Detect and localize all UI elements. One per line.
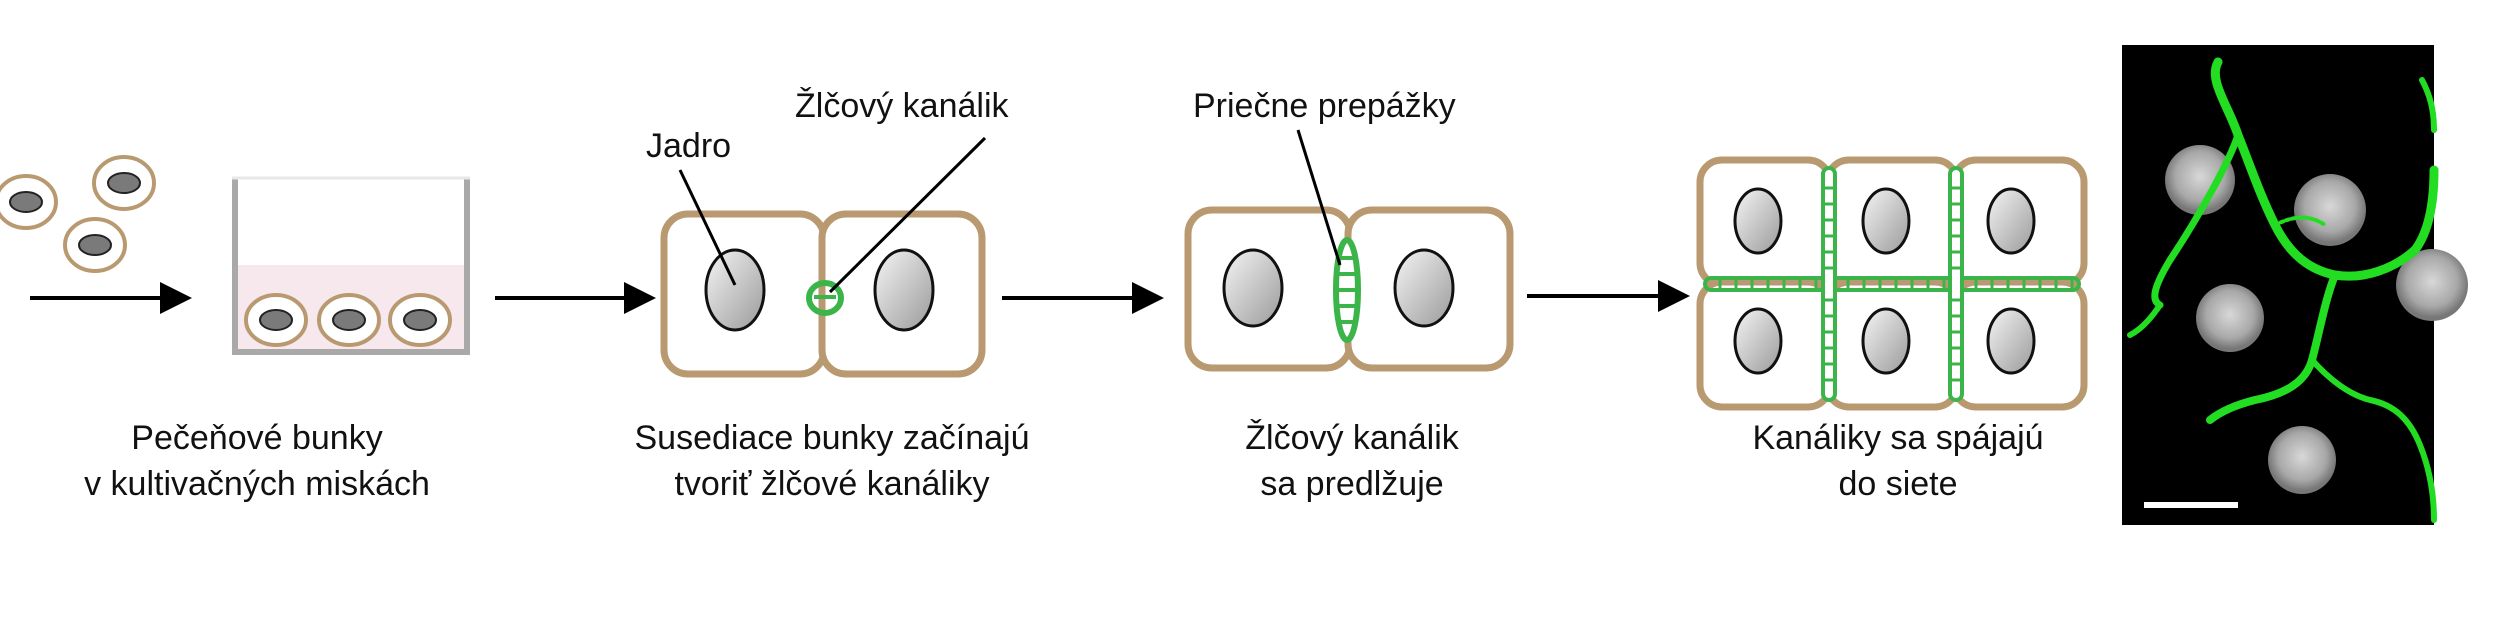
stage3-caption-line2: sa predlžuje bbox=[1260, 465, 1444, 503]
stage4-caption: Kanáliky sa spájajú do siete bbox=[1752, 415, 2043, 507]
stage4-caption-line1: Kanáliky sa spájajú bbox=[1752, 419, 2044, 457]
stage2-caption: Susediace bunky začínajú tvoriť žlčové k… bbox=[634, 415, 1029, 507]
nucleus bbox=[1222, 248, 1284, 328]
stage2-cell-pair bbox=[660, 210, 986, 378]
nucleus bbox=[1861, 187, 1911, 255]
stage1-caption-line1: Pečeňové bunky bbox=[131, 419, 383, 457]
canaliculus-network bbox=[1703, 166, 2081, 402]
callout-line-nucleus bbox=[678, 169, 737, 286]
bile-canaliculus-nascent bbox=[806, 280, 844, 316]
stage3-caption-line1: Žlčový kanálik bbox=[1245, 419, 1459, 457]
nucleus bbox=[1733, 187, 1783, 255]
stage1-floating-cells bbox=[0, 155, 156, 273]
micrograph-canaliculi bbox=[2127, 57, 2439, 523]
callout-nucleus: Jadro bbox=[646, 127, 732, 165]
stage3-caption: Žlčový kanálik sa predlžuje bbox=[1245, 415, 1459, 507]
stage2-caption-line2: tvoriť žlčové kanáliky bbox=[674, 465, 990, 503]
nucleus bbox=[873, 248, 935, 332]
nucleus bbox=[704, 248, 766, 332]
stage2-caption-line1: Susediace bunky začínajú bbox=[634, 419, 1030, 457]
dish-cell bbox=[388, 293, 452, 347]
nucleus bbox=[1986, 187, 2036, 255]
nucleus bbox=[1733, 307, 1783, 375]
callout-line-canaliculus bbox=[828, 136, 987, 294]
elongated-canaliculus bbox=[1333, 237, 1361, 343]
nucleus bbox=[1861, 307, 1911, 375]
floating-cell bbox=[92, 155, 156, 211]
stage4-caption-line2: do siete bbox=[1838, 465, 1958, 503]
fluorescence-micrograph bbox=[2122, 45, 2468, 525]
dish-cell bbox=[244, 293, 308, 347]
culture-dish bbox=[232, 176, 470, 355]
stage1-caption-line2: v kultivačných miskách bbox=[84, 465, 430, 503]
dish-cell bbox=[317, 293, 381, 347]
floating-cell bbox=[63, 217, 127, 273]
stage3-cell-pair bbox=[1184, 206, 1514, 372]
scale-bar bbox=[2144, 502, 2238, 508]
micrograph-nuclei bbox=[2165, 145, 2468, 494]
stage4-cell-grid bbox=[1696, 156, 2088, 411]
nucleus bbox=[1986, 307, 2036, 375]
callout-line-septa bbox=[1296, 129, 1342, 266]
nucleus bbox=[1393, 248, 1455, 328]
callout-bile-canaliculus: Žlčový kanálik bbox=[795, 87, 1009, 125]
callout-septa: Priečne prepážky bbox=[1193, 87, 1456, 125]
floating-cell bbox=[0, 174, 58, 230]
stage1-caption: Pečeňové bunky v kultivačných miskách bbox=[84, 415, 430, 507]
